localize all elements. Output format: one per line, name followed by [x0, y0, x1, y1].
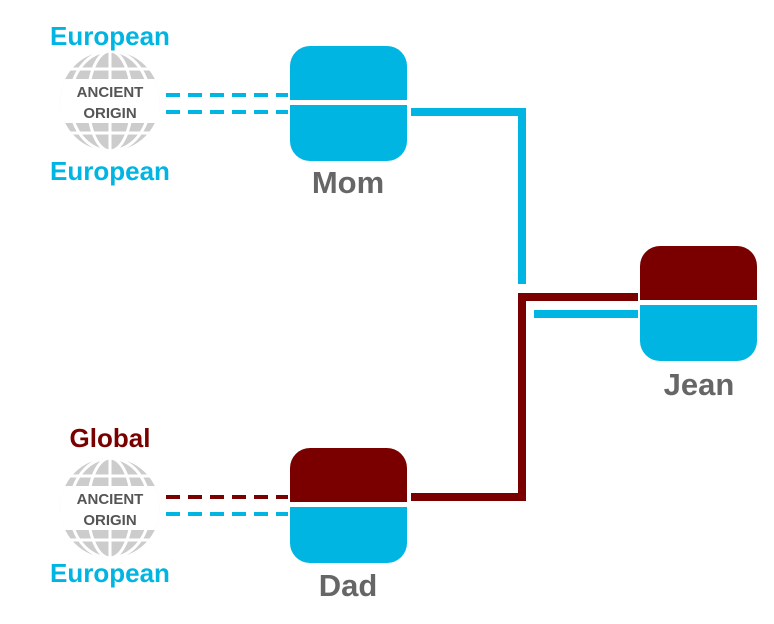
mom-box — [290, 46, 407, 161]
dad-top-origin-label: Global — [70, 423, 151, 453]
dad-bottom-origin-label: European — [50, 558, 170, 588]
dad-box — [290, 448, 407, 563]
mom-bottom-origin-label: European — [50, 156, 170, 186]
globe-icon: ANCIENT ORIGIN — [60, 51, 160, 151]
globe-icon: ANCIENT ORIGIN — [60, 458, 160, 558]
mom-badge-line2: ORIGIN — [83, 105, 136, 122]
dad-badge-line2: ORIGIN — [83, 512, 136, 529]
mom-top-origin-label: European — [50, 21, 170, 51]
dad-name: Dad — [319, 568, 378, 603]
dad-badge-line1: ANCIENT — [77, 491, 144, 508]
dad-origin-links — [166, 495, 288, 516]
mom-badge-line1: ANCIENT — [77, 84, 144, 101]
jean-name: Jean — [664, 367, 735, 402]
jean-box — [640, 246, 757, 361]
mom-origin-links — [166, 93, 288, 114]
mom-to-jean-line — [411, 108, 526, 284]
mom-name: Mom — [312, 165, 384, 200]
dad-to-jean-line — [411, 293, 638, 501]
